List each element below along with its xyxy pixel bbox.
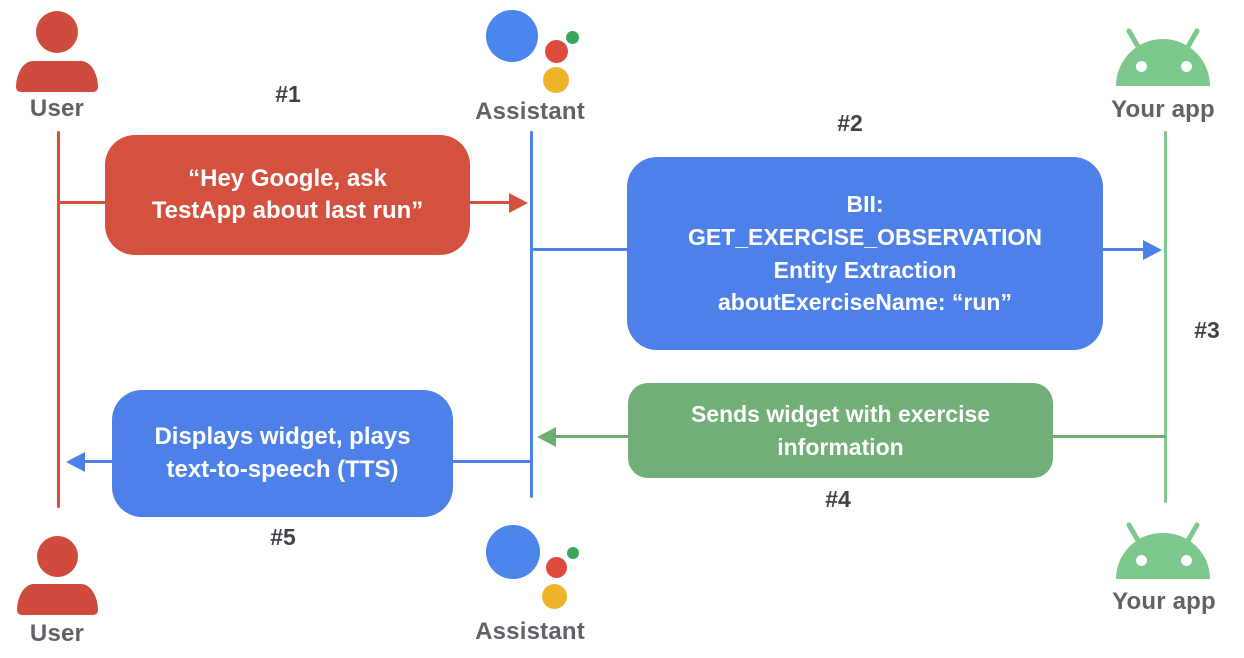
assistant-bottom-label: Assistant <box>475 618 585 645</box>
your-app-bottom-label: Your app <box>1112 588 1216 615</box>
message5-box: Displays widget, plays text-to-speech (T… <box>112 390 453 517</box>
user-top-label: User <box>29 95 85 122</box>
your-app-top-label: Your app <box>1111 96 1215 123</box>
step1-label: #1 <box>275 81 301 107</box>
assistant-logo-yellow-dot-icon <box>542 584 567 609</box>
user-bottom-label: User <box>29 620 85 647</box>
user-person-icon <box>36 11 78 53</box>
message2-arrowhead-right-icon <box>1143 240 1162 260</box>
user-lifeline <box>57 131 60 508</box>
user-person-icon <box>37 536 78 577</box>
assistant-logo-icon <box>486 10 538 62</box>
step2-label: #2 <box>837 110 863 136</box>
assistant-top-label: Assistant <box>475 98 585 125</box>
android-eye-right-icon <box>1181 61 1192 72</box>
assistant-logo-green-dot-icon <box>567 547 579 559</box>
assistant-logo-red-dot-icon <box>545 40 568 63</box>
step3-label: #3 <box>1194 317 1220 343</box>
assistant-logo-yellow-dot-icon <box>543 67 569 93</box>
assistant-logo-red-dot-icon <box>546 557 567 578</box>
message2-box: BII: GET_EXERCISE_OBSERVATION Entity Ext… <box>627 157 1103 350</box>
android-eye-right-icon <box>1181 555 1192 566</box>
step4-label: #4 <box>825 486 851 512</box>
message5-arrowhead-left-icon <box>66 452 85 472</box>
assistant-logo-green-dot-icon <box>566 31 579 44</box>
android-eye-left-icon <box>1136 555 1147 566</box>
your-app-lifeline <box>1164 131 1167 503</box>
android-icon <box>1116 533 1210 579</box>
message1-arrowhead-right-icon <box>509 193 528 213</box>
android-eye-left-icon <box>1136 61 1147 72</box>
assistant-logo-icon <box>486 525 540 579</box>
assistant-lifeline <box>530 131 533 498</box>
message4-box: Sends widget with exercise information <box>628 383 1053 478</box>
user-person-icon-body <box>17 584 98 615</box>
android-icon <box>1116 39 1210 86</box>
user-person-icon-body <box>16 61 98 92</box>
message1-box: “Hey Google, ask TestApp about last run” <box>105 135 470 255</box>
message4-arrowhead-left-icon <box>537 427 556 447</box>
step5-label: #5 <box>270 524 296 550</box>
